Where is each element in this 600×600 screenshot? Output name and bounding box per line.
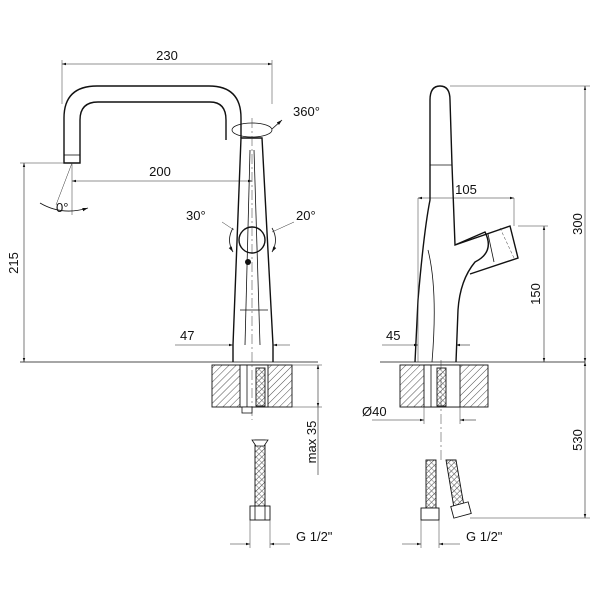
dim-200: 200	[149, 164, 171, 179]
dim-530: 530	[570, 429, 585, 451]
dim-45: 45	[386, 328, 400, 343]
angle-360: 360°	[293, 104, 320, 119]
dim-max-35: max 35	[304, 421, 319, 464]
side-hose-right	[445, 459, 465, 509]
front-hose-nut	[249, 505, 271, 521]
side-handle	[454, 225, 519, 275]
side-hose-left	[425, 459, 437, 509]
angle-30: 30°	[186, 208, 206, 223]
dim-300: 300	[570, 213, 585, 235]
faucet-body	[232, 137, 274, 362]
front-hose-lower	[254, 439, 266, 507]
side-view: 105 300 150 45 Ø40 530 G 1/2"	[362, 85, 590, 548]
thread-side: G 1/2"	[466, 529, 503, 544]
dim-215: 215	[6, 252, 21, 274]
dim-47: 47	[180, 328, 194, 343]
spout	[63, 85, 242, 164]
dim-105: 105	[455, 182, 477, 197]
side-hose-left-upper	[436, 367, 447, 407]
front-hose-upper	[255, 367, 266, 407]
front-view: 230 200 215 0° 360° 30° 20° 47 max 35	[6, 48, 333, 548]
angle-20: 20°	[296, 208, 316, 223]
angle-0: 0°	[56, 200, 68, 215]
dim-150: 150	[528, 283, 543, 305]
dim-diameter-40: Ø40	[362, 404, 387, 419]
handle-dot	[245, 259, 251, 265]
side-body	[414, 85, 489, 363]
dim-230: 230	[156, 48, 178, 63]
thread-front: G 1/2"	[296, 529, 333, 544]
